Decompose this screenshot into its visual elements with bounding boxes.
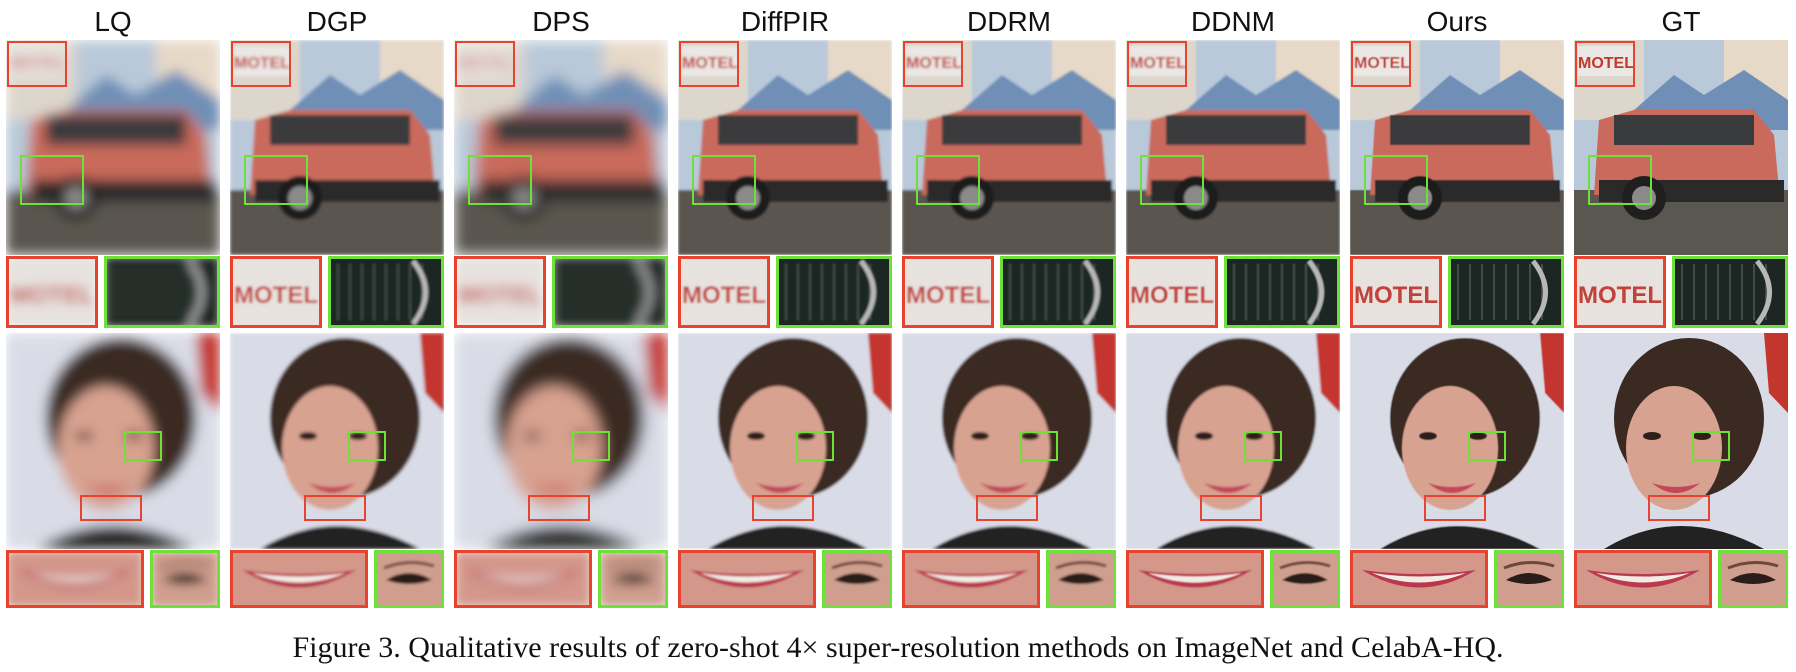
car-crop-grille-ddrm xyxy=(1000,256,1116,328)
car-crop-grille-ddnm xyxy=(1224,256,1340,328)
car-crop-grille-lq xyxy=(104,256,220,328)
face-image-ddnm xyxy=(1126,333,1340,549)
car-image-ddnm: MOTEL xyxy=(1126,40,1340,255)
face-crop-eye-ours xyxy=(1494,550,1564,608)
column-header-ours: Ours xyxy=(1426,6,1488,37)
svg-text:MOTEL: MOTEL xyxy=(1354,282,1438,309)
face-crop-eye-diffpir xyxy=(822,550,892,608)
svg-text:MOTEL: MOTEL xyxy=(1578,55,1634,72)
face-crop-mouth-dps xyxy=(454,550,592,608)
svg-text:MOTEL: MOTEL xyxy=(1130,55,1186,72)
face-crop-mouth-diffpir xyxy=(678,550,816,608)
face-crop-eye-ddnm xyxy=(1270,550,1340,608)
face-crop-mouth-gt xyxy=(1574,550,1712,608)
car-crop-grille-dps xyxy=(552,256,668,328)
face-crop-mouth-ours xyxy=(1350,550,1488,608)
svg-text:MOTEL: MOTEL xyxy=(1578,282,1662,309)
svg-text:MOTEL: MOTEL xyxy=(458,282,542,309)
svg-text:MOTEL: MOTEL xyxy=(10,55,66,72)
column-header-dps: DPS xyxy=(532,6,590,37)
column-header-dgp: DGP xyxy=(306,6,368,37)
face-image-diffpir xyxy=(678,333,892,549)
svg-text:MOTEL: MOTEL xyxy=(458,55,514,72)
column-header-ddnm: DDNM xyxy=(1191,6,1275,37)
face-image-dgp xyxy=(230,333,444,549)
svg-text:MOTEL: MOTEL xyxy=(1130,282,1214,309)
car-image-gt: MOTEL xyxy=(1574,40,1788,255)
face-image-gt xyxy=(1574,333,1788,549)
face-crop-mouth-ddnm xyxy=(1126,550,1264,608)
svg-text:MOTEL: MOTEL xyxy=(234,282,318,309)
figure-caption: Figure 3. Qualitative results of zero-sh… xyxy=(292,631,1504,664)
svg-text:MOTEL: MOTEL xyxy=(682,282,766,309)
car-crop-grille-dgp xyxy=(328,256,444,328)
car-crop-motel-dgp: MOTEL xyxy=(230,256,322,328)
car-image-diffpir: MOTEL xyxy=(678,40,892,255)
face-image-ddrm xyxy=(902,333,1116,549)
column-header-lq: LQ xyxy=(94,6,132,37)
column-header-diffpir: DiffPIR xyxy=(740,6,830,37)
car-image-ddrm: MOTEL xyxy=(902,40,1116,255)
car-crop-motel-ddnm: MOTEL xyxy=(1126,256,1218,328)
face-crop-mouth-dgp xyxy=(230,550,368,608)
face-image-ours xyxy=(1350,333,1564,549)
face-image-dps xyxy=(454,333,668,549)
car-crop-motel-ours: MOTEL xyxy=(1350,256,1442,328)
svg-text:MOTEL: MOTEL xyxy=(682,55,738,72)
face-crop-mouth-lq xyxy=(6,550,144,608)
face-crop-eye-gt xyxy=(1718,550,1788,608)
car-crop-motel-ddrm: MOTEL xyxy=(902,256,994,328)
svg-text:MOTEL: MOTEL xyxy=(10,282,94,309)
car-image-dgp: MOTEL xyxy=(230,40,444,255)
face-crop-eye-dps xyxy=(598,550,668,608)
face-crop-eye-lq xyxy=(150,550,220,608)
car-crop-motel-gt: MOTEL xyxy=(1574,256,1666,328)
car-crop-motel-dps: MOTEL xyxy=(454,256,546,328)
svg-text:MOTEL: MOTEL xyxy=(906,55,962,72)
face-crop-eye-dgp xyxy=(374,550,444,608)
svg-text:MOTEL: MOTEL xyxy=(906,282,990,309)
column-header-ddrm: DDRM xyxy=(967,6,1051,37)
car-crop-grille-gt xyxy=(1672,256,1788,328)
face-image-lq xyxy=(6,333,220,549)
face-crop-eye-ddrm xyxy=(1046,550,1116,608)
car-crop-motel-lq: MOTEL xyxy=(6,256,98,328)
car-crop-motel-diffpir: MOTEL xyxy=(678,256,770,328)
column-header-gt: GT xyxy=(1661,6,1701,37)
svg-text:MOTEL: MOTEL xyxy=(1354,55,1410,72)
car-image-lq: MOTEL xyxy=(6,40,220,255)
car-crop-grille-diffpir xyxy=(776,256,892,328)
face-crop-mouth-ddrm xyxy=(902,550,1040,608)
car-image-dps: MOTEL xyxy=(454,40,668,255)
svg-text:MOTEL: MOTEL xyxy=(234,55,290,72)
car-image-ours: MOTEL xyxy=(1350,40,1564,255)
car-crop-grille-ours xyxy=(1448,256,1564,328)
